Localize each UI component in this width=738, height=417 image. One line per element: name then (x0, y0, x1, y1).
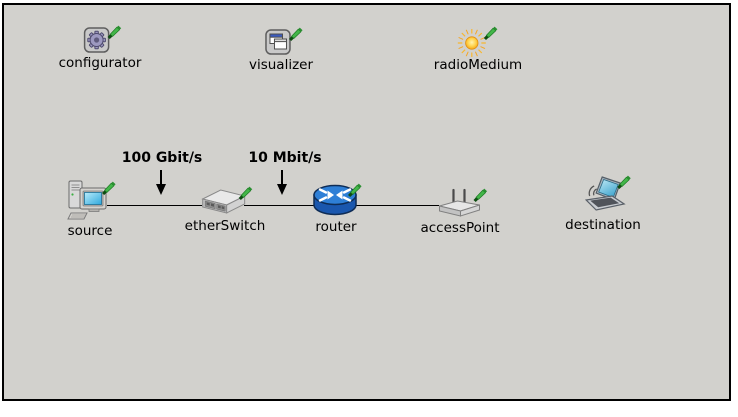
node-router[interactable]: router (310, 181, 362, 235)
node-label: destination (565, 217, 641, 233)
node-visualizer[interactable]: visualizer (249, 25, 313, 73)
gear-icon[interactable] (78, 23, 122, 55)
down-arrow-icon (156, 170, 166, 195)
edit-pencil-icon (239, 186, 253, 200)
node-label: accessPoint (420, 220, 500, 236)
edit-pencil-icon (107, 25, 122, 39)
node-etherswitch[interactable]: etherSwitch (184, 184, 266, 234)
node-accesspoint[interactable]: accessPoint (420, 186, 500, 236)
sun-icon[interactable] (456, 23, 500, 57)
link-source-etherswitch[interactable] (107, 205, 202, 206)
node-label: configurator (58, 55, 142, 71)
node-label: visualizer (248, 57, 314, 73)
node-label: etherSwitch (184, 218, 266, 234)
node-label: source (67, 223, 113, 239)
edit-pencil-icon (288, 27, 303, 41)
edit-pencil-icon (483, 26, 498, 40)
link-router-accesspoint[interactable] (356, 205, 439, 206)
edit-pencil-icon (617, 175, 631, 189)
node-source[interactable]: source (63, 177, 117, 239)
node-label: radioMedium (433, 57, 523, 73)
edit-pencil-icon (472, 188, 487, 202)
ethernet-switch-icon[interactable] (197, 184, 253, 218)
edit-pencil-icon (348, 183, 362, 197)
node-destination[interactable]: destination (565, 173, 641, 233)
down-arrow-icon (277, 170, 287, 195)
laptop-icon[interactable] (575, 173, 631, 217)
router-icon[interactable] (310, 181, 362, 219)
network-canvas: 100 Gbit/s 10 Mbit/s (2, 3, 731, 401)
node-configurator[interactable]: configurator (58, 23, 142, 71)
node-label: router (315, 219, 357, 235)
overlapping-windows-icon[interactable] (259, 25, 303, 57)
node-radiomedium[interactable]: radioMedium (434, 23, 522, 73)
edit-pencil-icon (102, 181, 116, 195)
access-point-icon[interactable] (433, 186, 487, 220)
link-rate-label: 10 Mbit/s (248, 150, 322, 166)
link-rate-label: 100 Gbit/s (121, 150, 203, 166)
desktop-computer-icon[interactable] (63, 177, 117, 223)
link-etherswitch-router[interactable] (244, 205, 314, 206)
